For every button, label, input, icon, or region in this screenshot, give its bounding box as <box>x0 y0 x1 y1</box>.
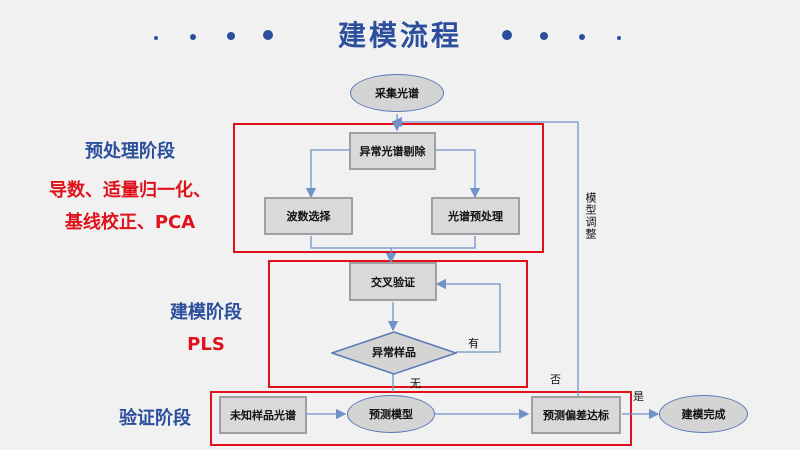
predict-model-node: 预测模型 <box>347 395 435 433</box>
stage-preprocess-detail-1: 导数、适量归一化、 <box>49 180 211 201</box>
collect-spectra-node: 采集光谱 <box>350 74 444 112</box>
outlier-spectra-removal-node: 异常光谱剔除 <box>349 132 436 170</box>
band-selection-node: 波数选择 <box>264 197 353 235</box>
outlier-samples-label: 异常样品 <box>372 346 416 359</box>
outlier-samples-decision <box>331 331 457 375</box>
decor-dot <box>227 32 235 40</box>
page-title: 建模流程 <box>337 19 462 52</box>
edge-label-none: 无 <box>410 377 421 390</box>
validation-stage-box <box>210 391 632 446</box>
preprocess-stage-box <box>233 123 544 253</box>
decor-dot <box>579 34 585 40</box>
stage-modeling-detail: PLS <box>187 334 225 355</box>
model-adjust-label: 模型调整 <box>584 192 597 240</box>
spectra-preprocess-node: 光谱预处理 <box>431 197 520 235</box>
deviation-check-node: 预测偏差达标 <box>531 396 621 434</box>
modeling-stage-box <box>268 260 528 388</box>
edge-label-has: 有 <box>468 337 479 350</box>
edge-label-no: 否 <box>550 373 561 386</box>
decor-dot <box>617 36 621 40</box>
decor-dot <box>263 30 273 40</box>
stage-modeling-label: 建模阶段 <box>170 302 242 323</box>
model-done-node: 建模完成 <box>659 395 748 433</box>
unknown-spectra-node: 未知样品光谱 <box>219 396 307 434</box>
stage-preprocess-detail-2: 基线校正、PCA <box>64 212 196 233</box>
decor-dot <box>502 30 512 40</box>
decor-dot <box>154 36 158 40</box>
decor-dot <box>190 34 196 40</box>
stage-preprocess-label: 预处理阶段 <box>85 141 175 162</box>
edge-label-yes: 是 <box>633 390 644 403</box>
stage-validation-label: 验证阶段 <box>119 408 191 429</box>
cross-validation-node: 交叉验证 <box>349 262 437 301</box>
decor-dot <box>540 32 548 40</box>
